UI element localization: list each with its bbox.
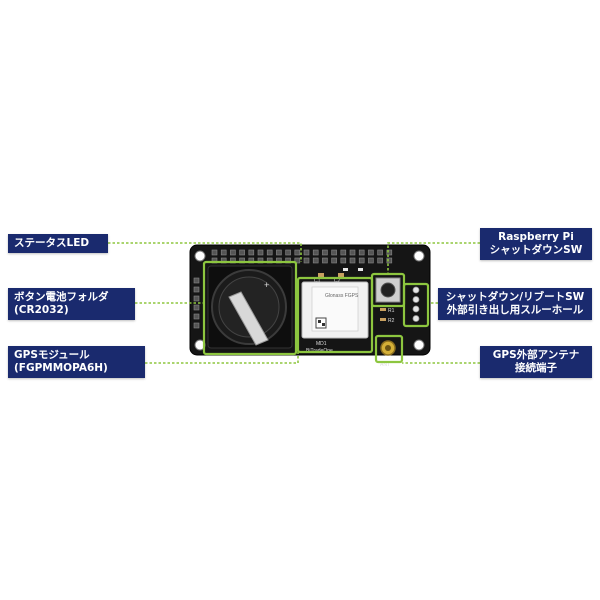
mount-hole-br xyxy=(413,339,425,351)
leader-gps xyxy=(145,350,299,364)
reboot-through-holes xyxy=(412,286,420,322)
side-pin xyxy=(193,313,200,320)
smd-components: C1 C2 R1 R2 xyxy=(314,273,395,324)
through-hole xyxy=(412,305,420,313)
callout-rpi-line2: シャットダウンSW xyxy=(489,244,583,256)
gps-module: Glonass FGPS MD1 BiTradeOne xyxy=(301,281,369,354)
gpio-pin xyxy=(358,249,365,256)
gpio-pin xyxy=(368,249,374,256)
gpio-pin xyxy=(377,257,383,264)
gpio-pin xyxy=(276,249,282,256)
through-hole xyxy=(412,296,420,303)
callout-antenna-line1: GPS外部アンテナ xyxy=(492,349,580,361)
gpio-pin xyxy=(377,249,383,256)
side-pin xyxy=(193,304,200,311)
gpio-pin xyxy=(349,257,356,264)
side-pin xyxy=(193,295,200,302)
gpio-pin xyxy=(303,249,310,256)
c1-label: C1 xyxy=(314,278,321,284)
c2-label: C2 xyxy=(334,278,341,284)
gpio-pin xyxy=(230,249,236,256)
callout-battery-line1: ボタン電池フォルダ xyxy=(14,291,109,303)
callout-reboot-sw: シャットダウン/リブートSW 外部引き出し用スルーホール xyxy=(438,288,592,320)
battery-clip xyxy=(228,291,269,346)
gpio-pin xyxy=(340,257,347,264)
gps-brand-text: Glonass FGPS xyxy=(325,293,359,299)
leader-status-led xyxy=(108,242,302,262)
gpio-pin xyxy=(285,249,291,256)
gpio-pin xyxy=(368,257,374,264)
gpio-pin xyxy=(322,257,328,264)
callout-battery-line2: (CR2032) xyxy=(14,304,69,316)
gpio-header xyxy=(211,249,393,264)
callout-gps-line2: (FGPMMOPA6H) xyxy=(14,362,108,374)
gpio-pin xyxy=(312,249,319,256)
highlight-gps xyxy=(296,276,374,354)
r2-label: R2 xyxy=(388,318,395,324)
leader-lines xyxy=(108,242,480,364)
battery-holder: + xyxy=(207,265,293,349)
mount-hole-tr xyxy=(413,250,425,262)
gpio-pin xyxy=(294,257,301,264)
gpio-pin xyxy=(358,257,365,264)
antenna-ref-label: ANT xyxy=(380,362,390,368)
gpio-pin xyxy=(239,249,245,256)
side-pin xyxy=(193,277,200,284)
leader-rpi-sw xyxy=(387,242,480,274)
gpio-pin xyxy=(266,249,273,256)
gpio-pin xyxy=(322,249,328,256)
highlight-frames xyxy=(202,260,430,364)
gps-ref-label: MD1 xyxy=(316,341,327,347)
mount-hole-tl xyxy=(194,250,206,262)
callout-reboot-line2: 外部引き出し用スルーホール xyxy=(446,304,584,316)
gpio-pin xyxy=(349,249,356,256)
highlight-antenna xyxy=(374,334,404,364)
highlight-battery xyxy=(202,260,298,356)
through-hole xyxy=(412,286,420,294)
highlight-through-holes xyxy=(402,282,430,328)
callout-ext-antenna: GPS外部アンテナ 接続端子 xyxy=(480,346,592,378)
gpio-pin xyxy=(331,257,337,264)
gpio-pin xyxy=(386,249,393,256)
callout-rpi-shutdown: Raspberry Pi シャットダウンSW xyxy=(480,228,592,260)
callout-gps-module: GPSモジュール (FGPMMOPA6H) xyxy=(8,346,145,378)
shutdown-switch xyxy=(375,277,401,303)
gpio-pin xyxy=(220,249,227,256)
callout-gps-line1: GPSモジュール xyxy=(14,349,90,361)
side-pin-column xyxy=(193,277,200,329)
callout-status-led: ステータスLED xyxy=(8,234,108,253)
through-hole xyxy=(412,315,420,322)
callout-reboot-line1: シャットダウン/リブートSW xyxy=(445,291,585,303)
gpio-pin xyxy=(294,249,301,256)
gpio-pin xyxy=(211,249,218,256)
antenna-connector: ANT xyxy=(380,340,396,368)
gpio-pin xyxy=(386,257,393,264)
gpio-pin xyxy=(303,257,310,264)
callout-status-led-text: ステータスLED xyxy=(14,237,90,249)
gpio-pin xyxy=(257,249,264,256)
callout-battery-holder: ボタン電池フォルダ (CR2032) xyxy=(8,288,135,320)
status-leds xyxy=(343,268,363,271)
r1-label: R1 xyxy=(388,308,395,314)
side-pin xyxy=(193,322,200,329)
battery-plus-mark: + xyxy=(264,280,269,290)
callout-rpi-line1: Raspberry Pi xyxy=(498,231,574,243)
callout-antenna-line2: 接続端子 xyxy=(515,362,557,374)
gpio-pin xyxy=(331,249,337,256)
gpio-pin xyxy=(340,249,347,256)
side-pin xyxy=(193,286,200,293)
gpio-pin xyxy=(312,257,319,264)
gpio-pin xyxy=(248,249,255,256)
